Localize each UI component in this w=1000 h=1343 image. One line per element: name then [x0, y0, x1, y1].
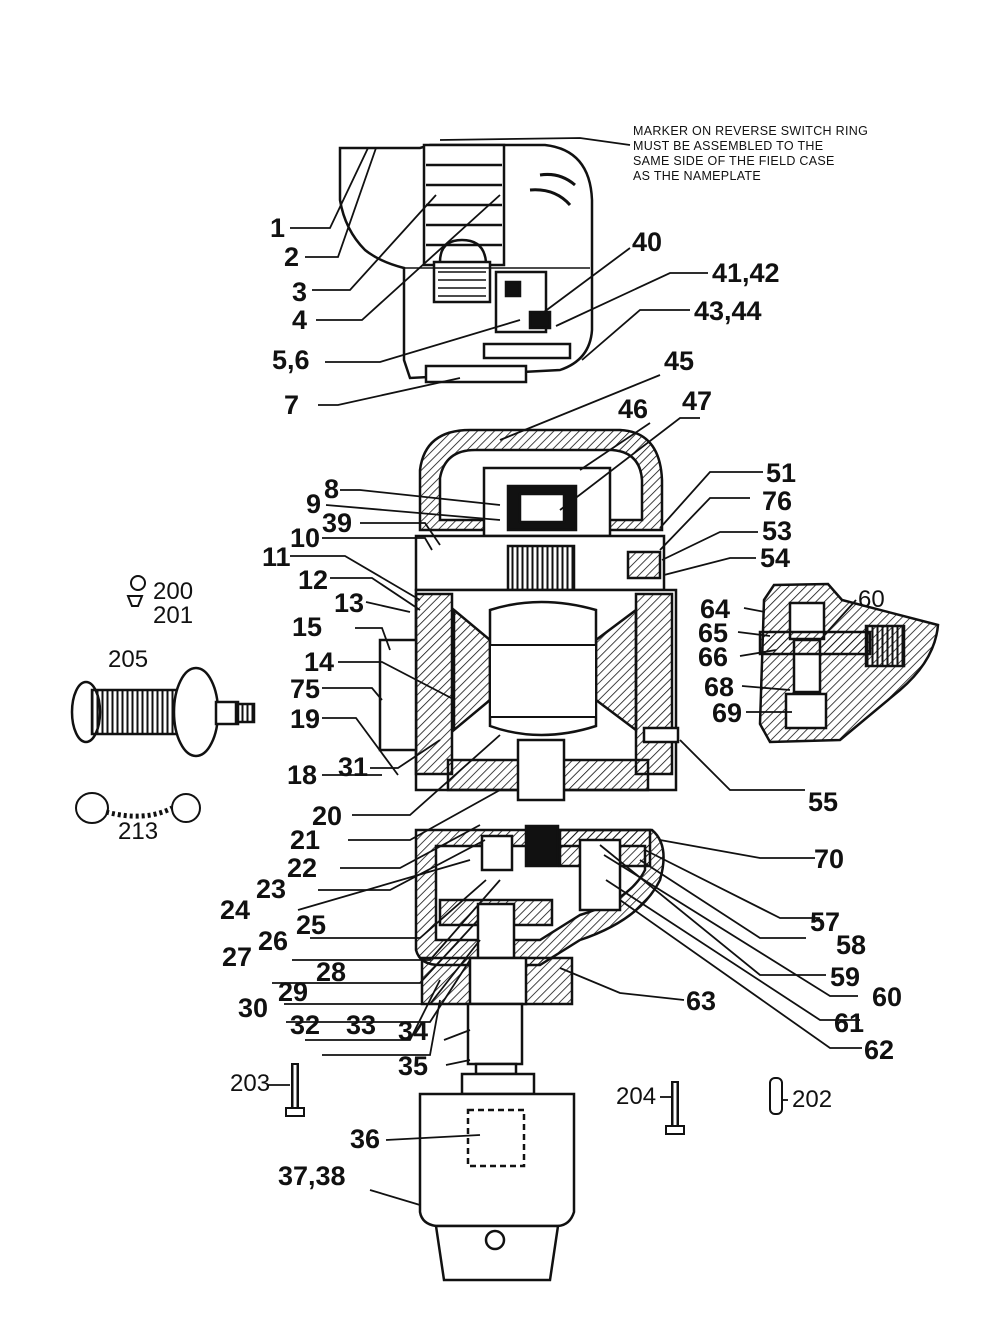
chuck-key-chain-213	[75, 792, 201, 824]
callout-label: 69	[712, 698, 743, 728]
callout-label: 68	[704, 672, 735, 702]
callout-label: 202	[792, 1086, 833, 1113]
callout-label: 201	[153, 602, 194, 629]
callout-label: 12	[298, 565, 329, 595]
callout-label: 11	[262, 542, 291, 572]
callout-label: 53	[762, 516, 793, 546]
note-line: SAME SIDE OF THE FIELD CASE	[633, 154, 835, 168]
inset-gear-detail	[758, 582, 940, 744]
callout-label: 1	[270, 213, 286, 243]
pin-202	[769, 1077, 783, 1115]
callout-label: 54	[760, 543, 791, 573]
callout-label: 205	[108, 646, 149, 673]
callout-label: 204	[616, 1083, 657, 1110]
callout-label: 60	[858, 586, 885, 613]
callout-label: 22	[287, 853, 318, 883]
switch-handle-assembly	[338, 143, 594, 384]
leader-lines	[268, 137, 862, 1206]
callout-label: 59	[830, 962, 861, 992]
callout-label: 27	[222, 942, 253, 972]
callout-label: 15	[292, 612, 323, 642]
callout-label: 7	[284, 390, 300, 420]
callout-label: 14	[304, 647, 335, 677]
callout-label: 32	[290, 1010, 321, 1040]
assembly-note: MARKER ON REVERSE SWITCH RING MUST BE AS…	[633, 124, 868, 184]
spindle-chuck	[418, 1002, 576, 1282]
callout-label: 24	[220, 895, 251, 925]
motor-housing	[378, 428, 680, 802]
callout-label: 9	[306, 489, 322, 519]
callout-label: 18	[287, 760, 318, 790]
callout-label: 39	[322, 508, 353, 538]
callout-label: 28	[316, 957, 347, 987]
note-line: AS THE NAMEPLATE	[633, 169, 761, 183]
callout-label: 61	[834, 1008, 865, 1038]
callout-label: 45	[664, 346, 695, 376]
note-line: MARKER ON REVERSE SWITCH RING	[633, 124, 869, 138]
callout-label: 34	[398, 1016, 429, 1046]
callout-label: 57	[810, 907, 841, 937]
callout-label: 41,42	[712, 258, 780, 288]
callout-label: 43,44	[694, 296, 762, 326]
callout-label: 203	[230, 1070, 271, 1097]
callout-label: 66	[698, 642, 729, 672]
callout-label: 60	[872, 982, 903, 1012]
callout-label: 200	[153, 578, 194, 605]
callout-label: 36	[350, 1124, 381, 1154]
callout-label: 29	[278, 977, 309, 1007]
callout-label: 26	[258, 926, 289, 956]
callout-label: 40	[632, 227, 663, 257]
callout-label: 13	[334, 588, 365, 618]
callout-label: 62	[864, 1035, 895, 1065]
callout-label: 47	[682, 386, 713, 416]
callout-label: 33	[346, 1010, 377, 1040]
callout-label: 2	[284, 242, 300, 272]
side-handle-205	[70, 666, 256, 758]
callout-label: 64	[700, 594, 731, 624]
gear-case	[414, 824, 665, 1006]
part-200-201	[126, 575, 146, 607]
callout-label: 76	[762, 486, 793, 516]
callout-label: 46	[618, 394, 649, 424]
callout-label: 35	[398, 1051, 429, 1081]
callout-label: 58	[836, 930, 867, 960]
callout-label: 30	[238, 993, 269, 1023]
callout-label: 10	[290, 523, 321, 553]
callout-label: 20	[312, 801, 343, 831]
callout-label: 21	[290, 825, 321, 855]
callout-label: 5,6	[272, 345, 310, 375]
callout-label: 63	[686, 986, 717, 1016]
callout-label: 25	[296, 910, 327, 940]
callout-label: 51	[766, 458, 797, 488]
callout-label: 75	[290, 674, 321, 704]
callout-label: 23	[256, 874, 287, 904]
callout-label: 65	[698, 618, 729, 648]
callout-label: 31	[338, 752, 369, 782]
callout-label: 8	[324, 474, 340, 504]
callout-label: 70	[814, 844, 845, 874]
note-line: MUST BE ASSEMBLED TO THE	[633, 139, 824, 153]
callout-label: 37,38	[278, 1161, 346, 1191]
callout-label: 213	[118, 818, 159, 845]
callout-label: 19	[290, 704, 321, 734]
callout-label: 4	[292, 305, 308, 335]
callout-label: 55	[808, 787, 839, 817]
screw-203	[285, 1063, 305, 1117]
screw-204	[665, 1081, 685, 1135]
callout-label: 3	[292, 277, 308, 307]
